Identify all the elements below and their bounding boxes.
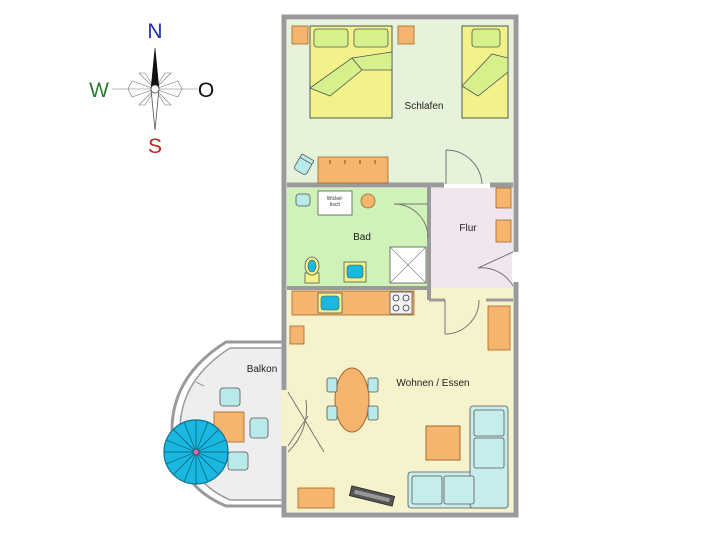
double-bed xyxy=(309,25,393,119)
coffee-table xyxy=(425,425,461,461)
compass-west-label: W xyxy=(89,79,109,102)
room-label-schlafen: Schlafen xyxy=(405,101,444,112)
sink-icon xyxy=(343,261,367,283)
chair-icon xyxy=(367,405,379,421)
chair-icon xyxy=(295,193,311,207)
kitchen-sink-icon xyxy=(317,292,343,314)
changing-table-label-1: Wickel- xyxy=(327,196,344,202)
cabinet-corner xyxy=(397,25,415,45)
room-label-wohnen: Wohnen / Essen xyxy=(396,378,469,389)
wardrobe xyxy=(317,156,389,184)
dining-chairs xyxy=(326,377,379,421)
chair-icon xyxy=(219,387,241,407)
door-entrance xyxy=(477,251,514,287)
sideboard xyxy=(297,487,335,509)
door-flur-wohnen xyxy=(444,299,480,335)
room-label-flur: Flur xyxy=(459,223,477,234)
balkon-railing-segment xyxy=(195,381,205,387)
dresser xyxy=(495,219,512,243)
compass-south-label: S xyxy=(148,135,162,158)
blanket-fold xyxy=(461,53,509,97)
door-schlafen xyxy=(445,149,483,185)
single-bed xyxy=(461,25,509,119)
cabinet-corner xyxy=(291,25,309,45)
chair-icon xyxy=(367,377,379,393)
compass-south-needle xyxy=(150,88,160,131)
chair-icon xyxy=(294,153,315,175)
door-balkon xyxy=(287,391,325,453)
blanket-fold xyxy=(351,51,393,71)
pillow-icon xyxy=(353,28,389,48)
door-bad xyxy=(393,203,429,239)
stool-icon xyxy=(360,193,376,209)
chair-icon xyxy=(227,451,249,471)
shelf xyxy=(487,305,511,351)
dresser xyxy=(495,187,512,209)
shower-icon xyxy=(389,246,427,284)
compass-ray xyxy=(154,72,172,90)
chair-icon xyxy=(249,417,269,439)
pillow-icon xyxy=(471,28,501,48)
door-balkon-leaf xyxy=(287,415,309,447)
changing-table xyxy=(317,190,353,216)
changing-table-label-2: tisch xyxy=(330,202,341,208)
stove-icon xyxy=(389,291,413,315)
corridor-floor-strip xyxy=(431,288,513,300)
entrance-opening xyxy=(512,252,520,282)
room-label-bad: Bad xyxy=(353,232,371,243)
dining-table xyxy=(334,367,370,433)
doors xyxy=(287,149,514,453)
toilet-icon xyxy=(304,256,320,284)
tv-stand xyxy=(348,485,396,507)
compass-ray xyxy=(138,72,156,90)
compass-north-label: N xyxy=(147,20,162,43)
pillow-icon xyxy=(313,28,349,48)
balcony-door-opening xyxy=(281,390,289,446)
balcony-chairs xyxy=(219,387,269,471)
chair-icon xyxy=(326,377,338,393)
parasol-icon xyxy=(163,419,229,485)
compass-rose: N S W O xyxy=(89,20,214,158)
compass-north-needle xyxy=(150,47,160,90)
sofa-icon xyxy=(407,405,509,509)
compass-east-label: O xyxy=(198,79,214,102)
chair-icon xyxy=(326,405,338,421)
cabinet-corner xyxy=(289,325,305,345)
wardrobe-handles xyxy=(329,160,376,164)
room-label-balkon: Balkon xyxy=(247,364,278,375)
